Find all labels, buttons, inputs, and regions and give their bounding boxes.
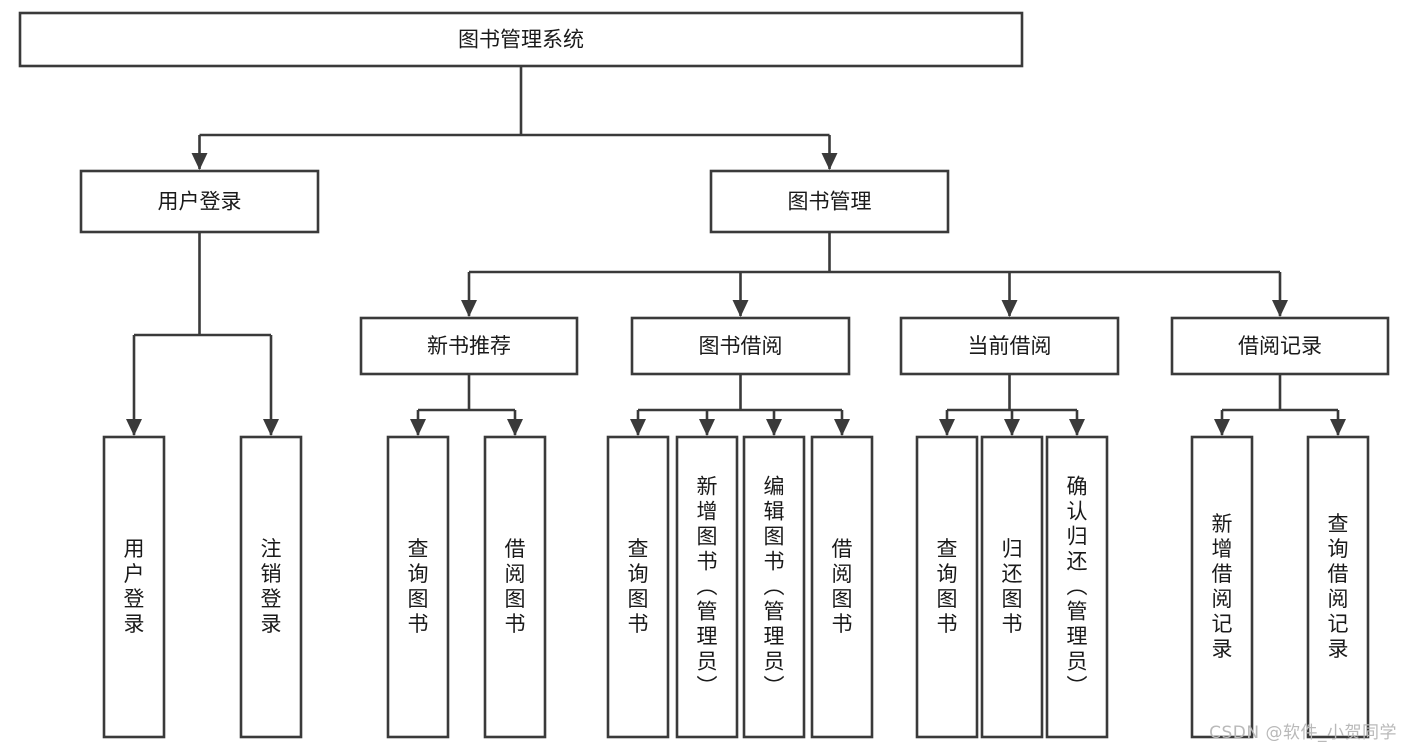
node-box-leaf-add-book	[675, 435, 739, 739]
node-label-book-borrow: 图书借阅	[699, 334, 783, 358]
node-leaf-query-book-rec[interactable]: 查询图书	[386, 435, 450, 739]
arrow-head-icon-leaf-confirm-return	[1069, 419, 1085, 436]
node-label-borrow-record: 借阅记录	[1238, 334, 1322, 358]
node-label-current-borrow: 当前借阅	[968, 334, 1052, 358]
node-leaf-add-record[interactable]: 新增借阅记录	[1190, 435, 1254, 739]
node-leaf-confirm-return[interactable]: 确认归还︵管理员︶	[1045, 435, 1109, 739]
node-label-leaf-query-record: 查询借阅记录	[1328, 512, 1349, 661]
node-leaf-borrow-book[interactable]: 借阅图书	[810, 435, 874, 739]
arrow-head-icon-leaf-user-login	[126, 419, 142, 436]
node-new-book-rec[interactable]: 新书推荐	[359, 316, 579, 376]
node-box-root	[18, 11, 1024, 68]
node-box-leaf-edit-book	[742, 435, 806, 739]
node-label-leaf-edit-book: 编辑图书︵管理员︶	[764, 475, 785, 699]
node-boxes-group: 图书管理系统用户登录图书管理新书推荐图书借阅当前借阅借阅记录用户登录注销登录查询…	[18, 11, 1390, 739]
node-box-leaf-user-login	[102, 435, 166, 739]
node-label-leaf-query-book-borrow: 查询图书	[628, 537, 649, 636]
node-leaf-add-book[interactable]: 新增图书︵管理员︶	[675, 435, 739, 739]
node-leaf-borrow-book-rec[interactable]: 借阅图书	[483, 435, 547, 739]
node-label-root: 图书管理系统	[458, 28, 584, 52]
node-box-leaf-borrow-book	[810, 435, 874, 739]
node-label-leaf-return-book: 归还图书	[1002, 537, 1023, 636]
node-label-leaf-borrow-book-rec: 借阅图书	[505, 537, 526, 636]
node-box-leaf-confirm-return	[1045, 435, 1109, 739]
arrow-head-icon-leaf-edit-book	[766, 419, 782, 436]
node-leaf-query-record[interactable]: 查询借阅记录	[1306, 435, 1370, 739]
node-leaf-user-logout[interactable]: 注销登录	[239, 435, 303, 739]
arrow-head-icon-new-book-rec	[461, 300, 477, 317]
node-label-leaf-confirm-return: 确认归还︵管理员︶	[1067, 475, 1088, 699]
node-box-user-login	[79, 169, 320, 234]
node-label-new-book-rec: 新书推荐	[427, 334, 511, 358]
arrow-head-icon-borrow-record	[1272, 300, 1288, 317]
node-box-leaf-query-record	[1306, 435, 1370, 739]
node-box-leaf-borrow-book-rec	[483, 435, 547, 739]
csdn-watermark: CSDN @软件_小贺同学	[1209, 723, 1397, 743]
arrow-head-icon-leaf-add-record	[1214, 419, 1230, 436]
arrow-head-icon-leaf-query-record	[1330, 419, 1346, 436]
arrow-head-icon-leaf-return-book	[1004, 419, 1020, 436]
arrow-head-icon-book-manage	[821, 153, 838, 170]
arrow-head-icon-leaf-user-logout	[263, 419, 279, 436]
node-box-book-manage	[709, 169, 950, 234]
node-label-leaf-user-login: 用户登录	[124, 537, 145, 636]
node-label-leaf-user-logout: 注销登录	[261, 537, 282, 636]
arrow-head-icon-leaf-query-book-cur	[939, 419, 955, 436]
arrow-head-icon-leaf-add-book	[699, 419, 715, 436]
node-label-leaf-add-book: 新增图书︵管理员︶	[697, 475, 718, 699]
node-current-borrow[interactable]: 当前借阅	[899, 316, 1120, 376]
node-user-login[interactable]: 用户登录	[79, 169, 320, 234]
node-leaf-query-book-borrow[interactable]: 查询图书	[606, 435, 670, 739]
node-label-leaf-add-record: 新增借阅记录	[1212, 512, 1233, 661]
node-book-manage[interactable]: 图书管理	[709, 169, 950, 234]
node-leaf-query-book-cur[interactable]: 查询图书	[915, 435, 979, 739]
node-box-borrow-record	[1170, 316, 1390, 376]
node-box-leaf-user-logout	[239, 435, 303, 739]
node-leaf-return-book[interactable]: 归还图书	[980, 435, 1044, 739]
node-box-leaf-add-record	[1190, 435, 1254, 739]
node-box-leaf-query-book-rec	[386, 435, 450, 739]
arrow-head-icon-current-borrow	[1001, 300, 1018, 317]
node-leaf-user-login[interactable]: 用户登录	[102, 435, 166, 739]
arrow-head-icon-leaf-borrow-book-rec	[507, 419, 523, 436]
node-label-book-manage: 图书管理	[788, 190, 872, 214]
node-box-leaf-query-book-cur	[915, 435, 979, 739]
arrow-head-icon-user-login	[191, 153, 208, 170]
node-label-leaf-query-book-cur: 查询图书	[937, 537, 958, 636]
node-box-new-book-rec	[359, 316, 579, 376]
node-book-borrow[interactable]: 图书借阅	[630, 316, 851, 376]
node-box-leaf-query-book-borrow	[606, 435, 670, 739]
connector-lines-group	[126, 66, 1346, 436]
node-leaf-edit-book[interactable]: 编辑图书︵管理员︶	[742, 435, 806, 739]
node-label-leaf-query-book-rec: 查询图书	[408, 537, 429, 636]
arrow-head-icon-leaf-query-book-borrow	[630, 419, 646, 436]
arrow-head-icon-leaf-query-book-rec	[410, 419, 426, 436]
node-box-leaf-return-book	[980, 435, 1044, 739]
node-label-user-login: 用户登录	[158, 190, 242, 214]
node-box-book-borrow	[630, 316, 851, 376]
node-label-leaf-borrow-book: 借阅图书	[832, 537, 853, 636]
arrow-head-icon-leaf-borrow-book	[834, 419, 850, 436]
node-borrow-record[interactable]: 借阅记录	[1170, 316, 1390, 376]
node-root[interactable]: 图书管理系统	[18, 11, 1024, 68]
node-box-current-borrow	[899, 316, 1120, 376]
arrow-head-icon-book-borrow	[732, 300, 749, 317]
